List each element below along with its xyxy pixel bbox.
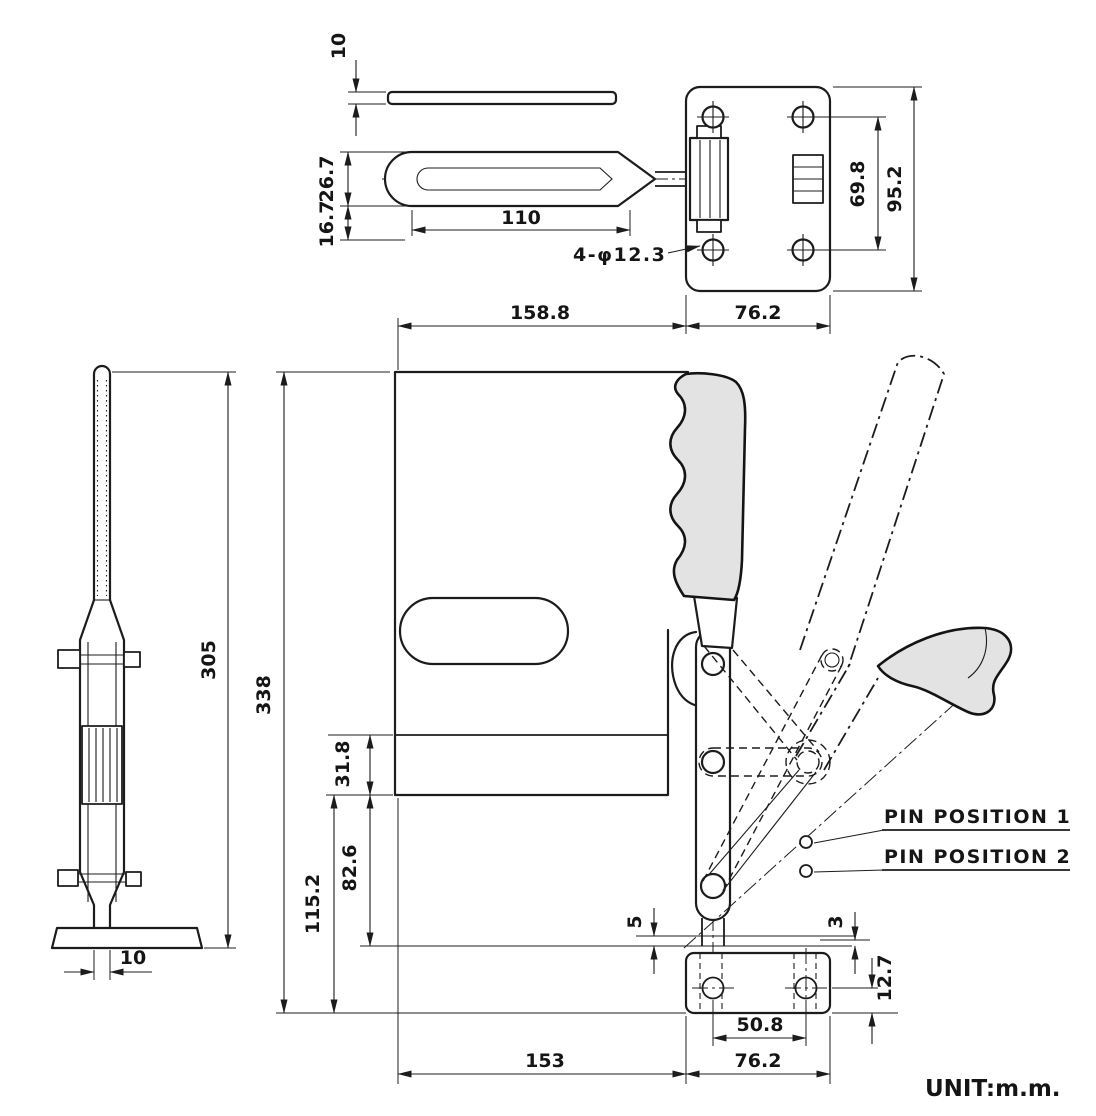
pivot-hole-top [700, 651, 726, 677]
pivot-hole-middle [700, 749, 726, 775]
dim-step-upper: 31.8 [326, 734, 393, 796]
dim-text-step-upper: 31.8 [332, 741, 354, 788]
link-closed [705, 769, 800, 879]
pin-position-2-label: PIN POSITION 2 [813, 846, 1071, 873]
dim-text-stem-width: 10 [120, 947, 146, 969]
dim-text-clearance-left: 5 [624, 915, 646, 928]
side-stem [92, 364, 112, 602]
pivot-dashed [796, 750, 820, 774]
hole-callout: 4-φ12.3 [573, 244, 701, 266]
dim-step-middle: 82.6 [339, 794, 648, 947]
mid-link-dashed [698, 747, 823, 777]
dim-text-plate-width: 76.2 [735, 302, 782, 324]
side-view: 305 10 [50, 364, 236, 980]
link-closed [721, 771, 817, 893]
dim-text-clearance-right: 3 [825, 915, 847, 928]
dim-arm-length: 110 [411, 207, 631, 236]
dim-text-front-height: 338 [253, 675, 275, 715]
open-link-phantom [795, 663, 851, 757]
dim-text-base-width: 76.2 [735, 1050, 782, 1072]
dim-front-height: 338 [253, 371, 686, 1014]
dim-text-reach-top: 158.8 [510, 302, 570, 324]
handle-shaft [692, 594, 739, 650]
mounting-holes [697, 101, 819, 266]
diagonal-link-dashed [702, 654, 823, 882]
side-body [78, 598, 126, 930]
unit-label: UNIT:m.m. [925, 1076, 1061, 1102]
dim-step-lower: 115.2 [302, 794, 338, 1014]
dim-text-bar-thickness: 10 [328, 33, 350, 59]
cross-bolt-head-lower [57, 869, 79, 887]
body-slot [398, 596, 570, 666]
dim-bar-thickness: 10 [328, 33, 386, 136]
hook-arm-open [876, 626, 1013, 716]
pad-hatching [88, 728, 118, 802]
grip-pad [81, 725, 123, 805]
dim-reach-bottom-row: 153 76.2 [397, 798, 831, 1084]
dim-side-height: 305 [112, 371, 236, 949]
dim-text-reach-front: 153 [525, 1050, 565, 1072]
pin-position-1-label: PIN POSITION 1 [813, 806, 1071, 844]
dim-text-step-middle: 82.6 [339, 845, 361, 892]
pivot-block [688, 136, 730, 222]
clamp-body [393, 370, 690, 797]
handle-grip-closed [669, 371, 747, 602]
dim-text-plate-height: 95.2 [884, 166, 906, 213]
dim-text-base-thickness: 12.7 [874, 955, 896, 1002]
dim-text-side-height: 305 [198, 640, 220, 680]
dim-base-thickness: 12.7 [832, 955, 898, 1044]
cross-bolt-nut-lower [125, 871, 142, 887]
dim-clearance-right: 3 [825, 912, 859, 974]
open-link-phantom [823, 677, 879, 771]
pin-position-1-text: PIN POSITION 1 [884, 806, 1071, 828]
top-view: 10 26.7 16.7 110 4-φ12.3 [316, 33, 922, 370]
dim-stem-width: 10 [64, 947, 152, 980]
open-pivot-pin [824, 652, 840, 668]
side-base-flange [50, 926, 204, 950]
open-pivot-dashed [820, 648, 844, 672]
dim-reach-row: 158.8 76.2 [397, 295, 831, 370]
dim-arm-offset: 16.7 [316, 201, 405, 248]
dim-hole-pitch-vertical: 69.8 [816, 116, 886, 251]
pin-position-2-text: PIN POSITION 2 [884, 846, 1071, 868]
dim-text-arm-offset: 16.7 [316, 201, 338, 248]
front-view: PIN POSITION 1 PIN POSITION 2 338 31.8 8… [253, 354, 1071, 1084]
pin-hole-1 [799, 835, 813, 849]
lever-dashed [703, 645, 798, 761]
clamp-arm-top [383, 150, 657, 208]
open-arm-centerline [683, 651, 1013, 949]
dim-clearance-left: 5 [624, 908, 668, 974]
dim-text-base-hole-pitch: 50.8 [737, 1014, 784, 1036]
pivot-boss-dashed [785, 739, 831, 785]
diagonal-link-dashed [722, 664, 843, 892]
hole-crosshairs [697, 101, 819, 266]
pivot-bolt-nut [696, 219, 722, 233]
u-bar-top-edge [386, 90, 618, 106]
dim-base-hole-pitch: 50.8 [712, 1000, 807, 1046]
latch-curl [671, 630, 700, 708]
lever-dashed [732, 649, 820, 753]
clamp-arm-slot [416, 167, 613, 191]
dim-text-hole-pitch: 69.8 [847, 161, 869, 208]
dim-plate-height: 95.2 [833, 86, 922, 292]
cross-bolt-head [57, 649, 81, 669]
dim-text-arm-length: 110 [501, 207, 541, 229]
hole-callout-text: 4-φ12.3 [573, 244, 666, 266]
dim-text-step-lower: 115.2 [302, 874, 324, 934]
pin-hole-2 [799, 864, 813, 878]
cross-bolt-nut [123, 651, 141, 668]
handle-open-phantom [799, 354, 945, 669]
hook-detail [967, 627, 987, 679]
dim-arm-section: 26.7 [316, 151, 408, 207]
dim-text-arm-section: 26.7 [316, 156, 338, 203]
